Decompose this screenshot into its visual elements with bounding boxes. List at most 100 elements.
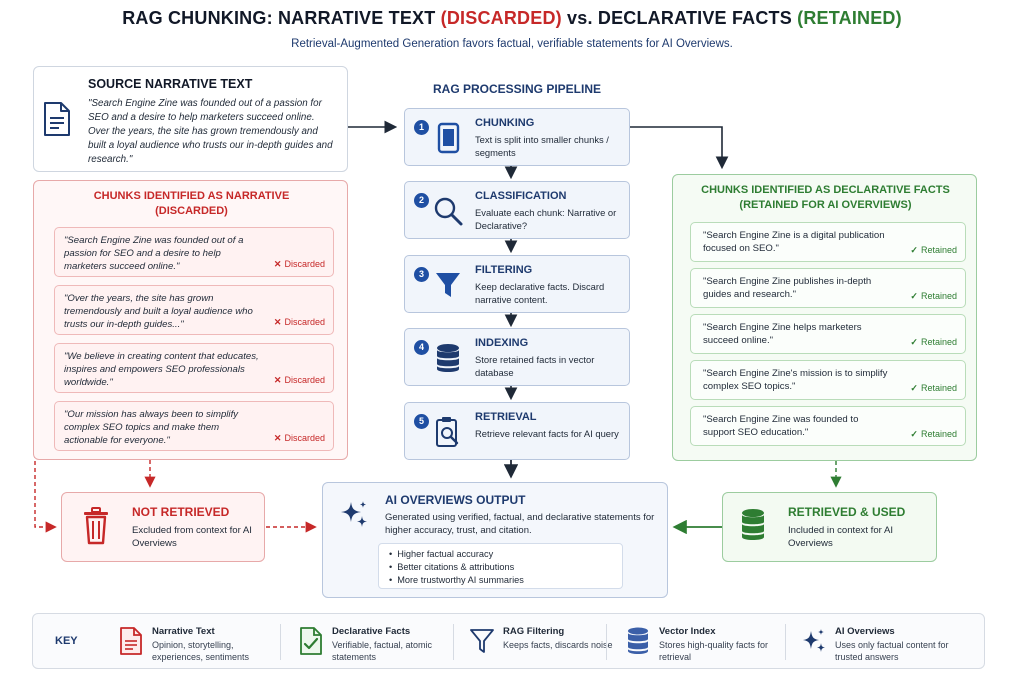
- step-title: INDEXING: [475, 337, 529, 349]
- red-document-icon: [120, 627, 142, 655]
- check-icon: ✓: [910, 429, 918, 439]
- narrative-chunk-text: "Search Engine Zine was founded out of a…: [64, 235, 244, 272]
- key-item-desc: Opinion, storytelling, experiences, sent…: [152, 640, 250, 662]
- page-title: RAG CHUNKING: NARRATIVE TEXT (DISCARDED)…: [0, 8, 1024, 29]
- source-title: SOURCE NARRATIVE TEXT: [88, 77, 253, 91]
- retained-badge: ✓Retained: [910, 383, 957, 394]
- step-desc: Keep declarative facts. Discard narrativ…: [475, 281, 605, 305]
- declarative-title-line2: (RETAINED FOR AI OVERVIEWS): [739, 199, 912, 211]
- narrative-chunks-panel: CHUNKS IDENTIFIED AS NARRATIVE (DISCARDE…: [33, 180, 348, 460]
- sparkle-icon: [803, 629, 825, 652]
- x-icon: ✕: [273, 375, 282, 385]
- x-icon: ✕: [273, 259, 282, 269]
- title-retained: (RETAINED): [797, 8, 902, 28]
- key-divider: [606, 624, 607, 660]
- sparkle-icon: [341, 501, 367, 527]
- legend-key: KEY Narrative Text Opinion, storytelling…: [32, 613, 985, 669]
- declarative-chunk: "Search Engine Zine is a digital publica…: [690, 222, 966, 262]
- discarded-badge: ✕Discarded: [274, 259, 325, 270]
- retrieved-title: RETRIEVED & USED: [788, 505, 906, 519]
- database-icon: [437, 344, 459, 372]
- check-icon: ✓: [910, 337, 918, 347]
- key-divider: [280, 624, 281, 660]
- narrative-chunk-text: "Over the years, the site has grown trem…: [64, 293, 253, 330]
- not-retrieved-title: NOT RETRIEVED: [132, 505, 230, 519]
- title-part1: RAG CHUNKING: NARRATIVE TEXT: [122, 8, 441, 28]
- key-item-desc: Stores high-quality facts for retrieval: [659, 640, 769, 662]
- declarative-chunk: "Search Engine Zine's mission is to simp…: [690, 360, 966, 400]
- retained-badge: ✓Retained: [910, 429, 957, 440]
- step-desc: Retrieve relevant facts for AI query: [475, 428, 619, 439]
- narrative-chunk: "Over the years, the site has grown trem…: [54, 285, 334, 335]
- tablet-icon: [437, 122, 460, 154]
- key-label: KEY: [55, 635, 78, 647]
- declarative-chunk: "Search Engine Zine publishes in-depth g…: [690, 268, 966, 308]
- narrative-chunk: "Our mission has always been to simplify…: [54, 401, 334, 451]
- benefit-item: More trustworthy AI summaries: [389, 574, 622, 587]
- retained-label: Retained: [920, 337, 957, 347]
- x-icon: ✕: [273, 317, 282, 327]
- ai-output-benefits-list: Higher factual accuracy Better citations…: [378, 543, 623, 589]
- key-item-desc: Keeps facts, discards noise: [503, 640, 613, 650]
- key-item-desc: Verifiable, factual, atomic statements: [332, 640, 433, 662]
- step-title: CLASSIFICATION: [475, 190, 567, 202]
- retained-label: Retained: [920, 383, 957, 393]
- key-item-title: Declarative Facts: [332, 626, 411, 637]
- key-item-title: Vector Index: [659, 626, 716, 637]
- retained-badge: ✓Retained: [910, 245, 957, 256]
- retained-label: Retained: [920, 429, 957, 439]
- ai-output-desc: Generated using verified, factual, and d…: [385, 512, 655, 536]
- trash-icon: [84, 507, 108, 545]
- benefit-item: Higher factual accuracy: [389, 548, 622, 561]
- pipeline-step-indexing: 4 INDEXING Store retained facts in vecto…: [404, 328, 630, 386]
- not-retrieved-box: NOT RETRIEVED Excluded from context for …: [61, 492, 265, 562]
- check-icon: ✓: [910, 383, 918, 393]
- x-icon: ✕: [273, 433, 282, 443]
- funnel-icon: [436, 273, 460, 297]
- pipeline-step-classification: 2 CLASSIFICATION Evaluate each chunk: Na…: [404, 181, 630, 239]
- document-icon: [44, 102, 70, 136]
- declarative-chunk-text: "Search Engine Zine is a digital publica…: [703, 230, 885, 254]
- step-desc: Store retained facts in vector database: [475, 354, 595, 378]
- retained-badge: ✓Retained: [910, 291, 957, 302]
- database-icon: [628, 627, 648, 654]
- declarative-chunk: "Search Engine Zine was founded to suppo…: [690, 406, 966, 446]
- key-item-title: RAG Filtering: [503, 626, 565, 637]
- step-number: 1: [414, 120, 429, 135]
- retained-badge: ✓Retained: [910, 337, 957, 348]
- key-item-title: Narrative Text: [152, 626, 215, 637]
- magnifier-icon: [434, 197, 463, 226]
- title-vs: vs. DECLARATIVE FACTS: [561, 8, 798, 28]
- discarded-label: Discarded: [284, 375, 325, 385]
- clipboard-search-icon: [436, 417, 459, 447]
- arrow-chunking-to-declarative: [630, 126, 729, 170]
- ai-overviews-output-box: AI OVERVIEWS OUTPUT Generated using veri…: [322, 482, 668, 598]
- database-icon: [742, 509, 764, 540]
- narrative-chunk: "We believe in creating content that edu…: [54, 343, 334, 393]
- page-subtitle: Retrieval-Augmented Generation favors fa…: [291, 38, 733, 50]
- key-item-desc: Uses only factual content for trusted an…: [835, 640, 949, 662]
- step-title: RETRIEVAL: [475, 411, 537, 423]
- discarded-label: Discarded: [284, 433, 325, 443]
- not-retrieved-desc: Excluded from context for AI Overviews: [132, 525, 252, 549]
- declarative-chunk-text: "Search Engine Zine's mission is to simp…: [703, 368, 888, 392]
- benefit-item: Better citations & attributions: [389, 561, 622, 574]
- retained-label: Retained: [920, 291, 957, 301]
- retrieved-used-box: RETRIEVED & USED Included in context for…: [722, 492, 937, 562]
- key-divider: [785, 624, 786, 660]
- narrative-panel-title: CHUNKS IDENTIFIED AS NARRATIVE (DISCARDE…: [34, 189, 349, 219]
- pipeline-step-chunking: 1 CHUNKING Text is split into smaller ch…: [404, 108, 630, 166]
- discarded-label: Discarded: [284, 259, 325, 269]
- declarative-chunk-text: "Search Engine Zine helps marketers succ…: [703, 322, 862, 346]
- discarded-badge: ✕Discarded: [274, 375, 325, 386]
- source-narrative-box: SOURCE NARRATIVE TEXT "Search Engine Zin…: [33, 66, 348, 172]
- declarative-panel-title: CHUNKS IDENTIFIED AS DECLARATIVE FACTS (…: [673, 183, 978, 213]
- narrative-chunk: "Search Engine Zine was founded out of a…: [54, 227, 334, 277]
- step-number: 3: [414, 267, 429, 282]
- declarative-chunk-text: "Search Engine Zine was founded to suppo…: [703, 414, 859, 438]
- declarative-title-line1: CHUNKS IDENTIFIED AS DECLARATIVE FACTS: [701, 184, 950, 196]
- step-number: 4: [414, 340, 429, 355]
- title-discarded: (DISCARDED): [440, 8, 562, 28]
- narrative-title-line2: (DISCARDED): [155, 205, 228, 217]
- narrative-chunk-text: "Our mission has always been to simplify…: [64, 409, 239, 446]
